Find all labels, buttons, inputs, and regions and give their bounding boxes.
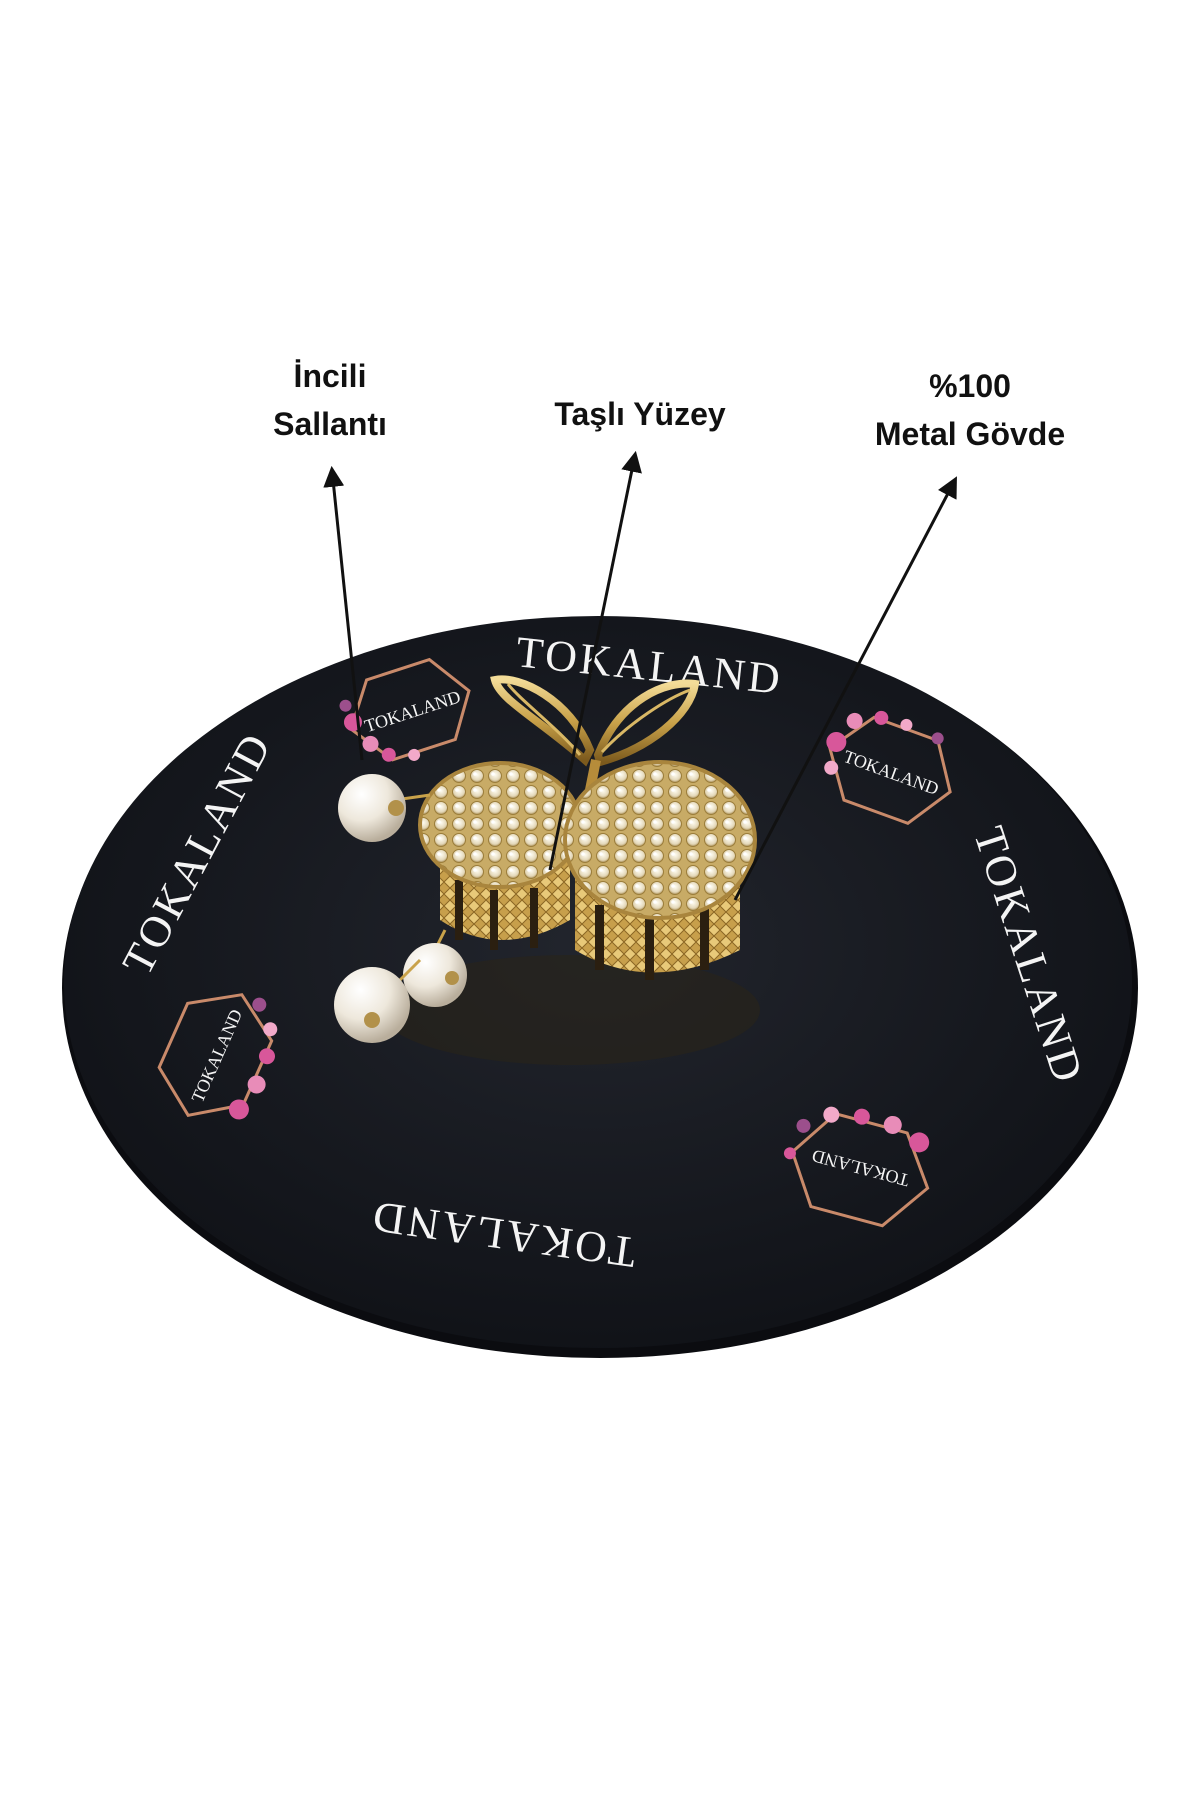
callout-metal-line1: %100: [929, 368, 1011, 404]
left-cherry: [418, 761, 582, 950]
arrow-pearl: [323, 465, 364, 761]
right-cherry: [563, 760, 757, 980]
hair-clip-product: [334, 675, 760, 1065]
callout-metal-line2: Metal Gövde: [874, 416, 1066, 452]
pearl-charms: [334, 774, 467, 1043]
callout-metal-body: %100 Metal Gövde: [820, 362, 1120, 458]
callout-pearl-charm: İncili Sallantı: [250, 352, 410, 448]
callout-stone-surface: Taşlı Yüzey: [515, 390, 765, 438]
arrow-metal: [733, 476, 957, 901]
callout-pearl-line2: Sallantı: [273, 406, 387, 442]
annotation-arrows: [323, 450, 957, 901]
arrow-stones: [548, 450, 642, 871]
callout-pearl-line1: İncili: [293, 358, 367, 394]
callout-stones-line1: Taşlı Yüzey: [554, 396, 726, 432]
